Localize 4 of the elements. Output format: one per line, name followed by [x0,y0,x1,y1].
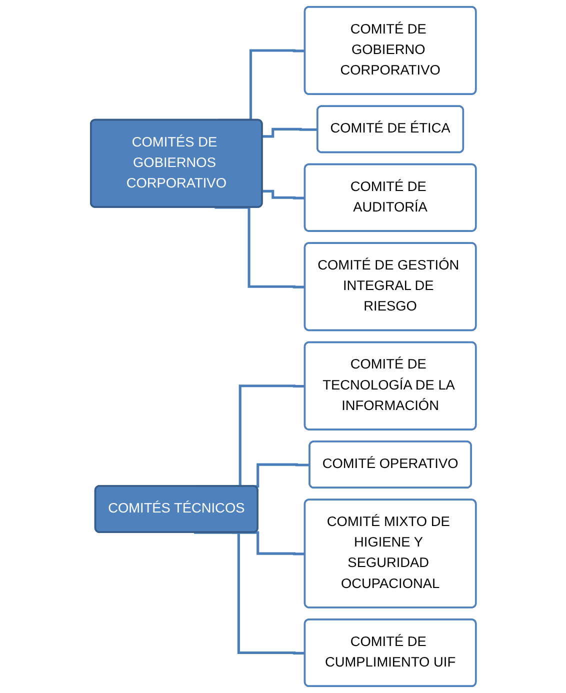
connector [214,206,305,288]
connector [262,190,305,200]
connector [194,531,305,654]
connector [262,128,318,138]
